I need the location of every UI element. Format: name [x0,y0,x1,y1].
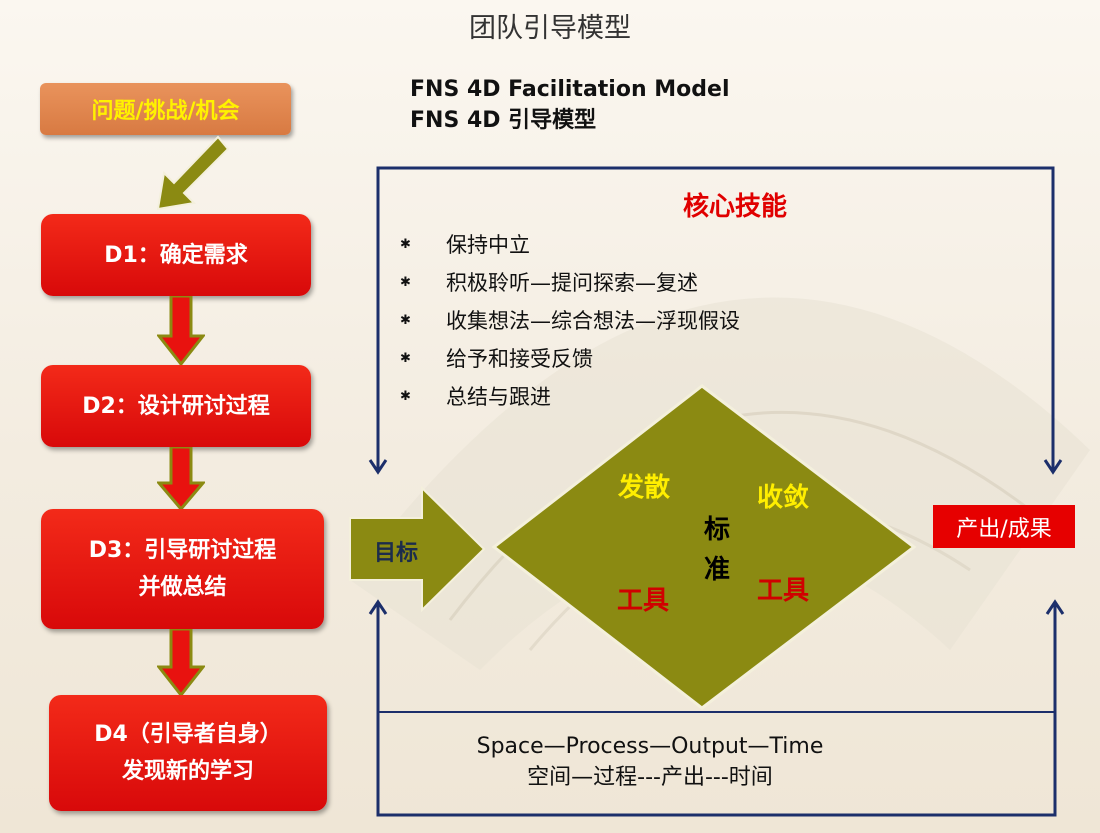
step-d4-label-line2: 发现新的学习 [121,759,254,784]
diagonal-arrow [156,135,230,211]
tool-right-label: 工具 [757,576,810,606]
step-d1-box: D1：确定需求 [41,214,311,296]
step-d4-label-line1: D4（引导者自身） [94,722,282,747]
standard-label-char1: 标 [704,515,731,545]
core-skill-text: 给予和接受反馈 [446,347,593,371]
step-d3-label-line1: D3：引导研讨过程 [88,538,277,563]
model-subtitle: FNS 4D Facilitation Model FNS 4D 引导模型 [410,74,730,136]
core-skill-item: ✱ 积极聆听—提问探索—复述 [400,264,740,302]
output-box: 产出/成果 [933,505,1075,548]
start-box-label: 问题/挑战/机会 [91,99,240,124]
bullet-icon: ✱ [400,389,411,404]
core-skill-text: 保持中立 [446,233,530,257]
bullet-icon: ✱ [400,351,411,366]
step-d1-label: D1：确定需求 [104,242,248,268]
start-box: 问题/挑战/机会 [40,83,291,135]
core-skills-list: ✱ 保持中立 ✱ 积极聆听—提问探索—复述 ✱ 收集想法—综合想法—浮现假设 ✱ 给予和… [400,226,740,416]
core-skill-text: 收集想法—综合想法—浮现假设 [446,309,740,333]
diamond-shape [491,384,917,710]
target-arrow [349,486,486,612]
down-arrow-d3-d4 [157,629,205,697]
step-d3-box: D3：引导研讨过程 并做总结 [41,509,324,629]
core-skill-text: 总结与跟进 [446,385,551,409]
down-arrow-d2-d3 [157,447,205,511]
page-title: 团队引导模型 [469,13,631,44]
core-skill-item: ✱ 给予和接受反馈 [400,340,740,378]
subtitle-line-english: FNS 4D Facilitation Model [410,77,730,102]
output-label: 产出/成果 [956,516,1052,542]
standard-label: 标 准 [704,510,730,590]
tool-left-label: 工具 [617,586,670,616]
bottom-caption: Space—Process—Output—Time 空间—过程---产出---时… [440,731,860,793]
core-skills-title: 核心技能 [683,192,788,222]
step-d2-label: D2：设计研讨过程 [82,393,270,419]
converge-label: 收敛 [757,483,810,513]
subtitle-line-chinese: FNS 4D 引导模型 [410,108,597,133]
step-d3-label-line2: 并做总结 [138,575,227,600]
standard-label-char2: 准 [704,555,731,585]
diverge-label: 发散 [618,473,671,503]
target-label: 目标 [374,541,419,566]
bottom-caption-chinese: 空间—过程---产出---时间 [527,765,773,790]
step-d4-box: D4（引导者自身） 发现新的学习 [49,695,327,811]
core-skill-item: ✱ 收集想法—综合想法—浮现假设 [400,302,740,340]
down-arrow-d1-d2 [157,296,205,366]
bullet-icon: ✱ [400,313,411,328]
core-skill-item: ✱ 保持中立 [400,226,740,264]
bullet-icon: ✱ [400,237,411,252]
bullet-icon: ✱ [400,275,411,290]
bottom-caption-english: Space—Process—Output—Time [476,734,824,759]
core-skill-item: ✱ 总结与跟进 [400,378,740,416]
step-d2-box: D2：设计研讨过程 [41,365,311,447]
core-skill-text: 积极聆听—提问探索—复述 [446,271,698,295]
